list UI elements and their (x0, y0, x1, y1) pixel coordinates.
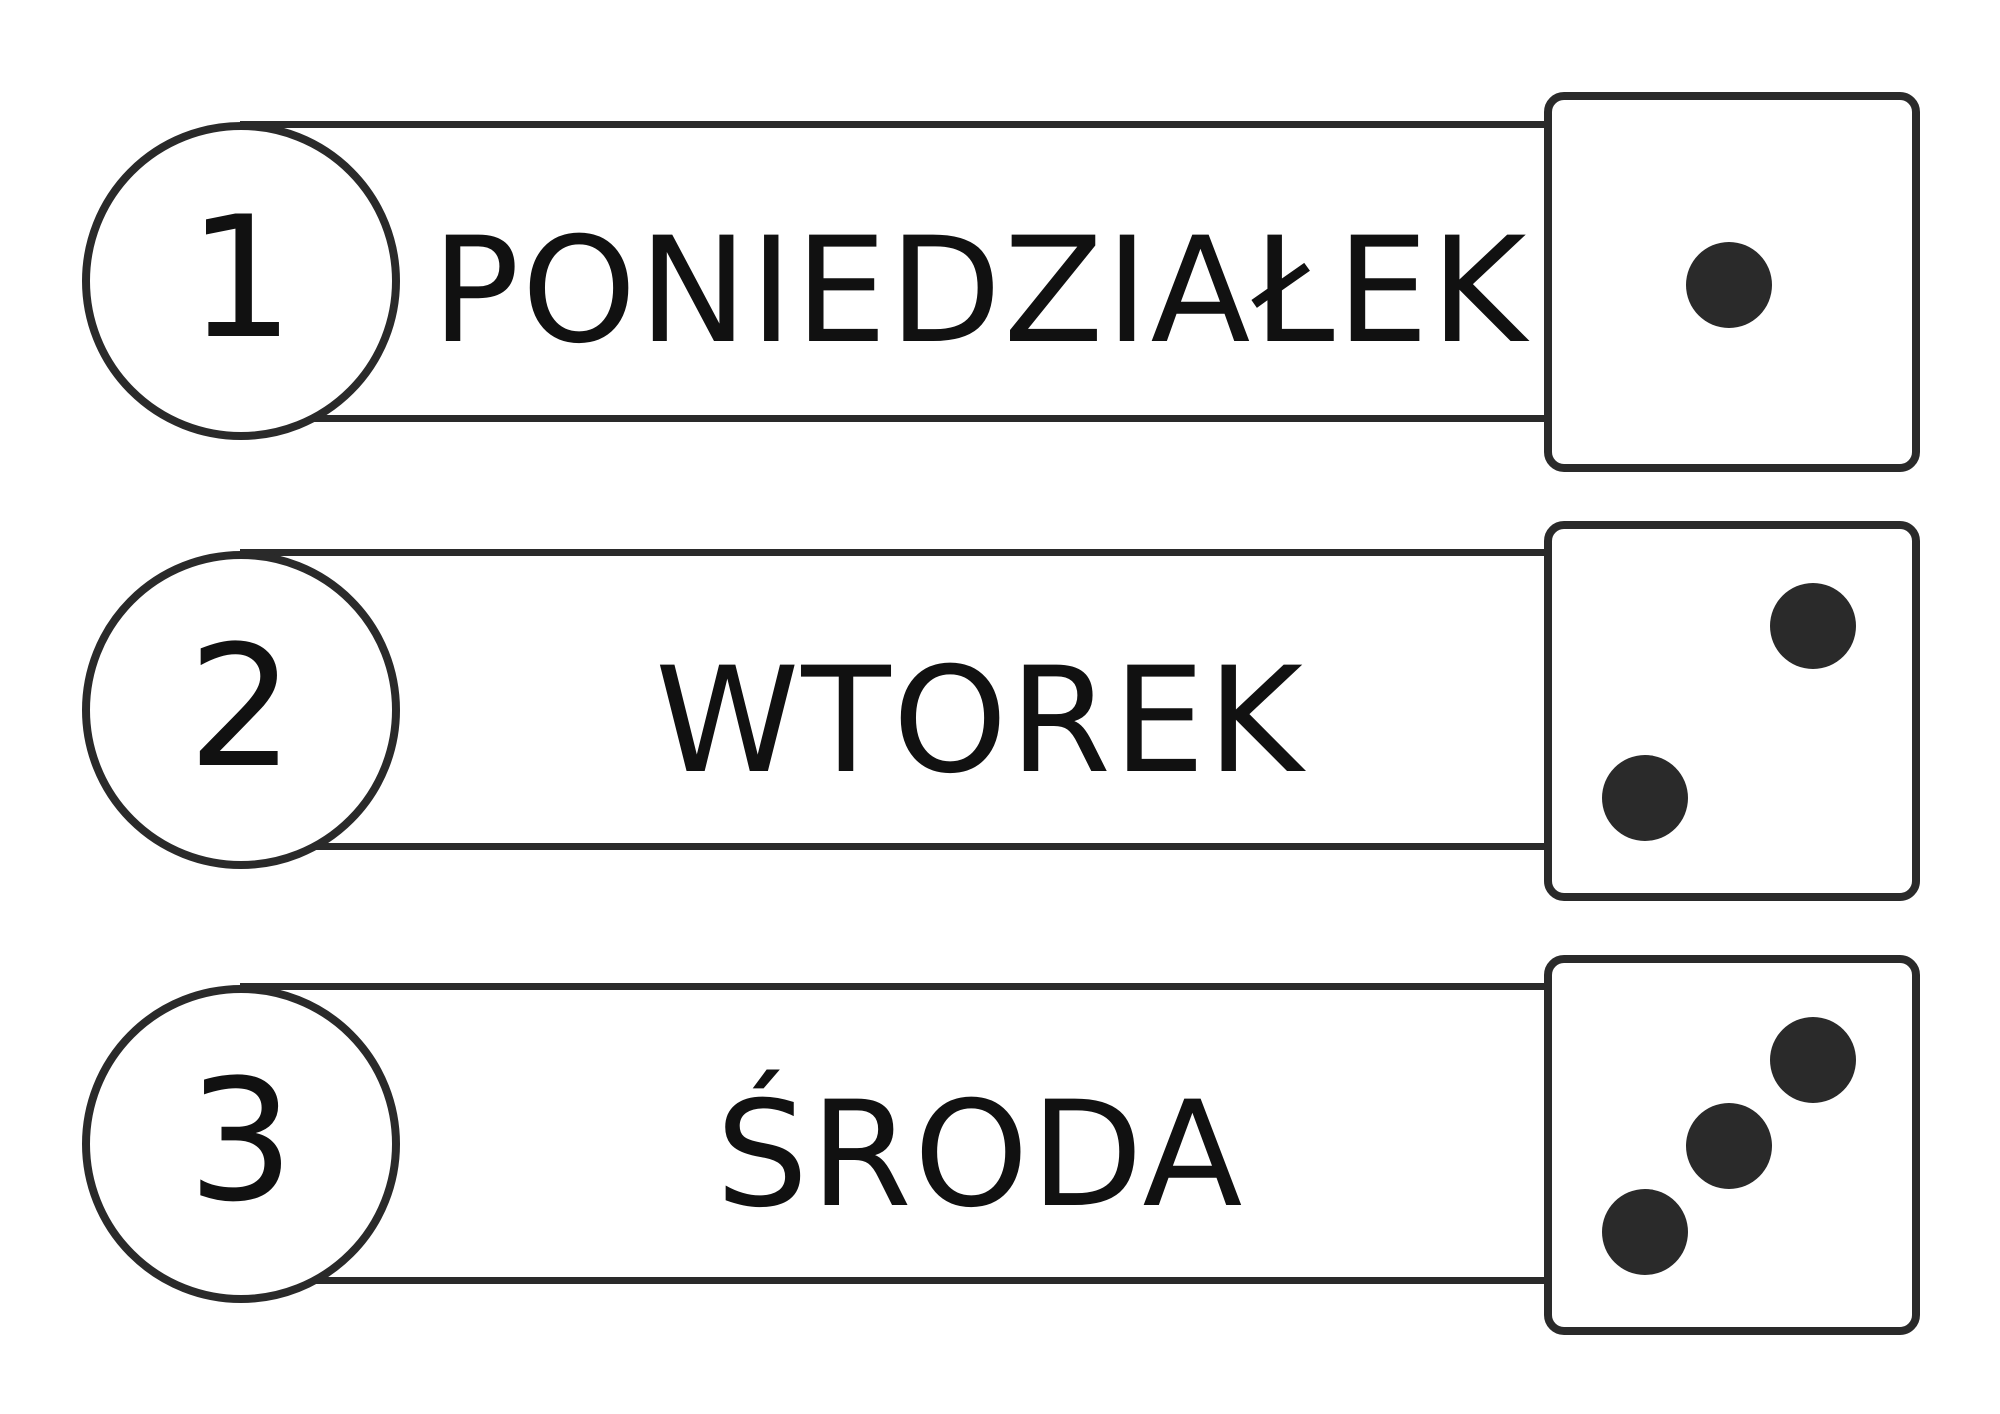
day-number: 1 (187, 180, 295, 376)
day-number: 3 (187, 1043, 295, 1239)
day-band (240, 983, 1558, 1284)
day-number-circle: 1 (82, 122, 400, 440)
die-face-three (1544, 955, 1920, 1335)
die-pip (1602, 1189, 1688, 1275)
day-name: PONIEDZIAŁEK (431, 206, 1529, 376)
die-pip (1686, 1103, 1772, 1189)
die-pip (1770, 583, 1856, 669)
day-name: WTOREK (655, 636, 1305, 806)
day-name: ŚRODA (715, 1070, 1245, 1240)
die-pip (1602, 755, 1688, 841)
day-number-circle: 2 (82, 551, 400, 869)
day-band (240, 549, 1558, 850)
die-pip (1770, 1017, 1856, 1103)
day-number: 2 (187, 609, 295, 805)
day-band (240, 121, 1558, 422)
day-number-circle: 3 (82, 985, 400, 1303)
die-face-two (1544, 521, 1920, 901)
die-face-one (1544, 92, 1920, 472)
die-pip (1686, 242, 1772, 328)
